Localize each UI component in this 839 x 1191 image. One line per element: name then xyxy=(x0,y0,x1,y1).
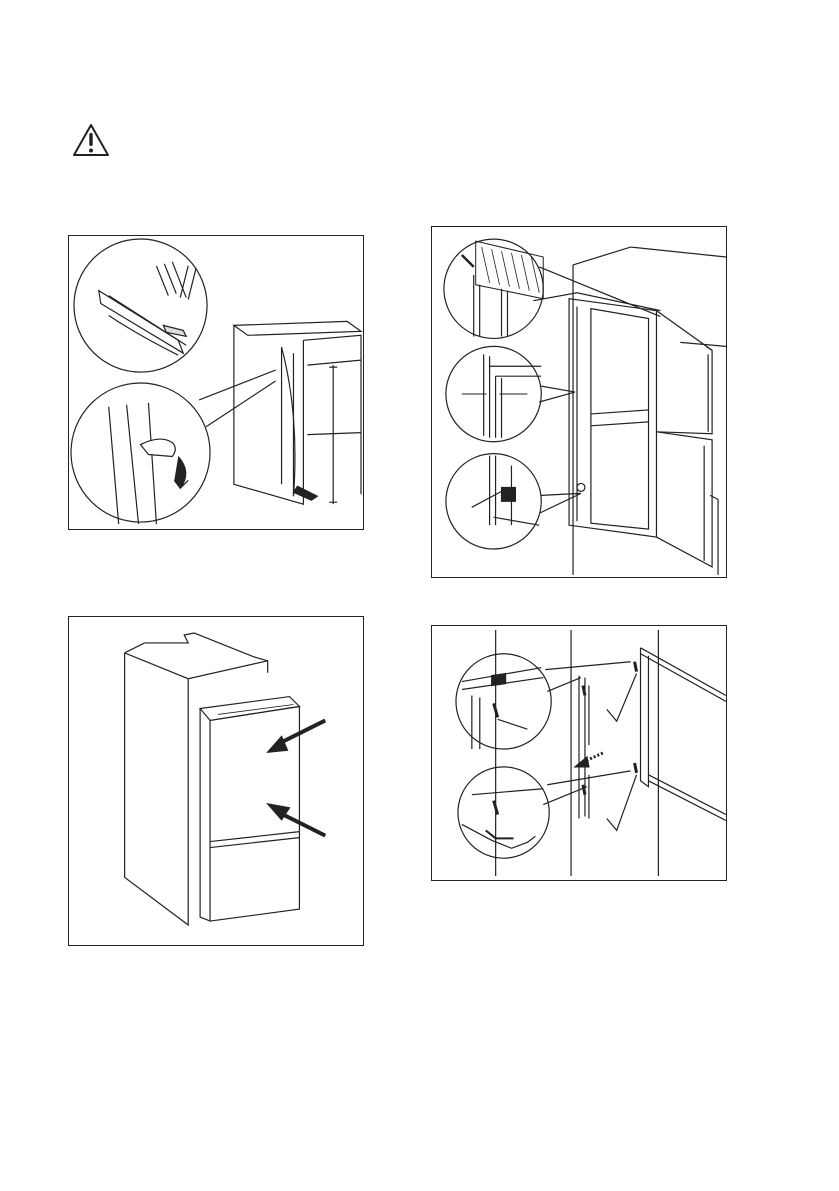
detail-circle-applying xyxy=(71,383,210,522)
figure-fixing-screws xyxy=(431,625,727,881)
push-into-niche-illustration xyxy=(69,617,363,945)
warning-triangle-icon xyxy=(72,122,110,158)
seal-strip-illustration xyxy=(69,236,363,529)
cabinet-top xyxy=(125,633,268,673)
door-alignment-illustration xyxy=(432,227,726,577)
detail-circle-cutting xyxy=(74,239,207,372)
detail-circle-bottom-hinge xyxy=(446,454,541,549)
figure-door-alignment xyxy=(431,226,727,578)
figure-push-into-niche xyxy=(68,616,364,946)
fixing-screws-illustration xyxy=(432,626,726,880)
figure-seal-strip xyxy=(68,235,364,530)
